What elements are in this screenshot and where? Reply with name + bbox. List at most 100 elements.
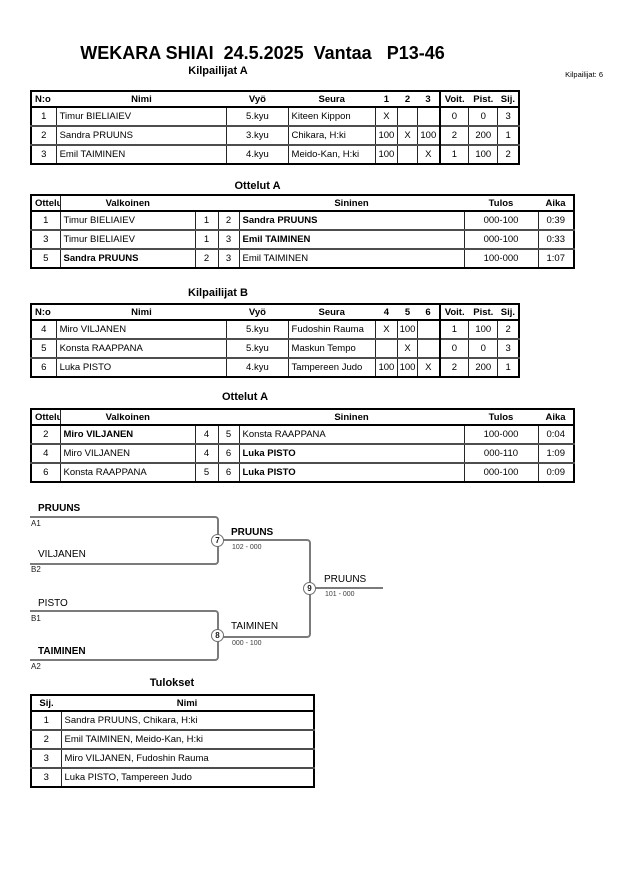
bracket-line — [310, 587, 383, 589]
score-cell — [396, 106, 419, 127]
col-blue: Sininen — [239, 195, 464, 212]
time-cell: 1:07 — [537, 248, 575, 269]
blue-name-cell: Konsta RAAPPANA — [238, 424, 465, 445]
score-cell: X — [396, 125, 419, 146]
score-cell: 100 — [396, 357, 419, 378]
match-number-cell: 3 — [30, 229, 61, 250]
bracket-winner-name: PRUUNS — [231, 527, 274, 538]
result-cell: 000-100 — [463, 210, 539, 231]
points-cell: 200 — [468, 357, 499, 378]
col-place: Sij. — [497, 304, 519, 321]
belt-cell: 5.kyu — [226, 106, 289, 127]
col-white-number — [195, 409, 218, 426]
white-name-cell: Miro VILJANEN — [59, 424, 196, 445]
name-cell: Timur BIELIAIEV — [55, 106, 228, 127]
place-cell: 3 — [497, 338, 520, 359]
bracket-slot-name: PRUUNS — [38, 503, 81, 514]
blue-number-cell: 6 — [217, 443, 240, 464]
bracket-slot-seed: B2 — [31, 565, 41, 574]
matches-a-table: Ottelu Valkoinen Sininen Tulos Aika 1 Ti… — [30, 194, 575, 269]
results-header-row: Sij. Nimi — [31, 695, 314, 712]
score-cell: X — [374, 106, 398, 127]
match-row: 4 Miro VILJANEN 4 6 Luka PISTO 000-110 1… — [30, 443, 575, 464]
col-blue: Sininen — [239, 409, 464, 426]
col-match: Ottelu — [31, 195, 61, 212]
score-cell: X — [374, 319, 398, 340]
result-cell: 000-110 — [463, 443, 539, 464]
points-cell: 100 — [468, 144, 499, 165]
bracket-slot-seed: A2 — [31, 662, 41, 671]
col-opp6: 6 — [417, 304, 440, 321]
name-cell: Emil TAIMINEN, Meido-Kan, H:ki — [60, 729, 315, 750]
place-cell: 2 — [497, 144, 520, 165]
white-name-cell: Timur BIELIAIEV — [59, 210, 196, 231]
white-name-cell: Sandra PRUUNS — [59, 248, 196, 269]
points-cell: 100 — [468, 319, 499, 340]
col-blue-number — [218, 195, 239, 212]
points-cell: 0 — [468, 106, 499, 127]
bracket-line — [218, 539, 311, 590]
col-opp2: 2 — [397, 91, 418, 108]
bracket-slot-seed: A1 — [31, 519, 41, 528]
competitor-row: 6 Luka PISTO 4.kyu Tampereen Judo 100 10… — [30, 357, 520, 378]
result-row: 3 Luka PISTO, Tampereen Judo — [30, 767, 315, 788]
result-cell: 000-100 — [463, 229, 539, 250]
time-cell: 0:39 — [537, 210, 575, 231]
number-cell: 1 — [30, 106, 57, 127]
match-row: 1 Timur BIELIAIEV 1 2 Sandra PRUUNS 000-… — [30, 210, 575, 231]
club-cell: Tampereen Judo — [287, 357, 376, 378]
bracket-winner-name: PRUUNS — [324, 574, 367, 585]
col-wins: Voit. — [438, 304, 469, 321]
competitor-row: 2 Sandra PRUUNS 3.kyu Chikara, H:ki 100 … — [30, 125, 520, 146]
competitor-row: 5 Konsta RAAPPANA 5.kyu Maskun Tempo X 0… — [30, 338, 520, 359]
blue-number-cell: 3 — [217, 229, 240, 250]
name-cell: Luka PISTO, Tampereen Judo — [60, 767, 315, 788]
col-place: Sij. — [31, 695, 61, 712]
wins-cell: 1 — [438, 144, 470, 165]
bracket-slot-name: TAIMINEN — [38, 646, 86, 657]
results-table: Sij. Nimi 1 Sandra PRUUNS, Chikara, H:ki… — [30, 694, 315, 788]
bracket-line — [30, 539, 219, 565]
score-cell — [396, 144, 419, 165]
col-opp5: 5 — [397, 304, 418, 321]
number-cell: 5 — [30, 338, 57, 359]
belt-cell: 5.kyu — [226, 338, 289, 359]
bracket-winner-name: TAIMINEN — [231, 621, 279, 632]
score-cell — [417, 338, 441, 359]
belt-cell: 5.kyu — [226, 319, 289, 340]
col-place: Sij. — [497, 91, 519, 108]
matches-a-title: Ottelut A — [234, 180, 281, 192]
match-number-cell: 1 — [30, 210, 61, 231]
place-cell: 3 — [30, 767, 62, 788]
time-cell: 0:09 — [537, 462, 575, 483]
pool-a-header-row: N:o Nimi Vyö Seura 1 2 3 Voit. Pist. Sij… — [31, 91, 519, 108]
col-white-number — [195, 195, 218, 212]
bracket-slot-name: PISTO — [38, 598, 68, 609]
match-number-cell: 5 — [30, 248, 61, 269]
place-cell: 2 — [30, 729, 62, 750]
match-row: 6 Konsta RAAPPANA 5 6 Luka PISTO 000-100… — [30, 462, 575, 483]
col-result: Tulos — [464, 195, 538, 212]
belt-cell: 3.kyu — [226, 125, 289, 146]
belt-cell: 4.kyu — [226, 144, 289, 165]
white-number-cell: 1 — [194, 210, 219, 231]
white-number-cell: 4 — [194, 424, 219, 445]
time-cell: 0:04 — [537, 424, 575, 445]
place-cell: 1 — [497, 125, 520, 146]
col-opp3: 3 — [417, 91, 440, 108]
bracket-line — [30, 516, 219, 543]
pool-b-header-row: N:o Nimi Vyö Seura 4 5 6 Voit. Pist. Sij… — [31, 304, 519, 321]
points-cell: 0 — [468, 338, 499, 359]
blue-number-cell: 2 — [217, 210, 240, 231]
bracket-line — [30, 610, 219, 638]
score-cell: 100 — [374, 357, 398, 378]
white-name-cell: Konsta RAAPPANA — [59, 462, 196, 483]
col-time: Aika — [538, 409, 574, 426]
match-number-circle: 9 — [303, 582, 316, 595]
wins-cell: 2 — [438, 125, 470, 146]
white-number-cell: 2 — [194, 248, 219, 269]
bracket-line — [218, 588, 311, 638]
competitor-row: 3 Emil TAIMINEN 4.kyu Meido-Kan, H:ki 10… — [30, 144, 520, 165]
club-cell: Maskun Tempo — [287, 338, 376, 359]
matches-a-header-row: Ottelu Valkoinen Sininen Tulos Aika — [31, 195, 574, 212]
